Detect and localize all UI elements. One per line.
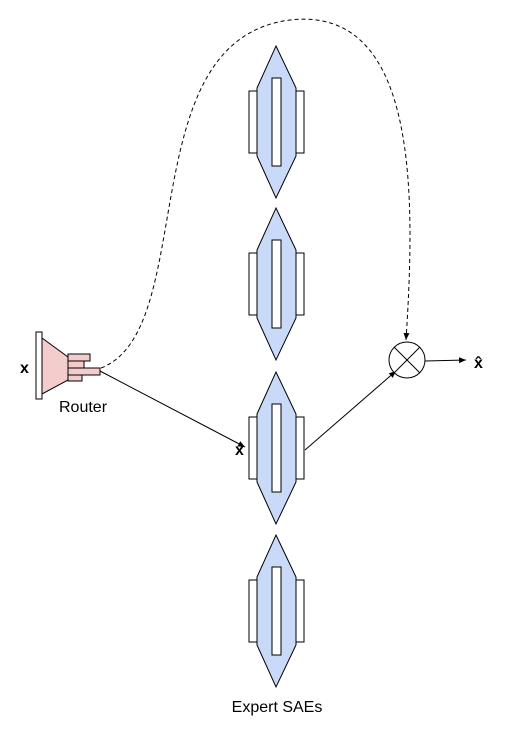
multiply-node bbox=[388, 341, 426, 379]
router-input-label: x bbox=[20, 360, 29, 377]
routing-weight-connector bbox=[100, 18, 411, 369]
router bbox=[35, 331, 101, 400]
router-label: Router bbox=[59, 399, 108, 416]
output-label: x̂ bbox=[474, 355, 483, 372]
output-arrow bbox=[424, 357, 467, 364]
expert-sae-3 bbox=[248, 370, 305, 526]
expert-saes-label: Expert SAEs bbox=[232, 699, 323, 716]
expert-sae-1 bbox=[248, 44, 305, 200]
expert-to-multiply-arrow bbox=[304, 370, 397, 451]
expert-input-label: x bbox=[235, 442, 244, 459]
expert-sae-2 bbox=[248, 206, 305, 362]
expert-sae-4 bbox=[248, 533, 305, 689]
router-to-expert-arrow bbox=[99, 370, 246, 448]
